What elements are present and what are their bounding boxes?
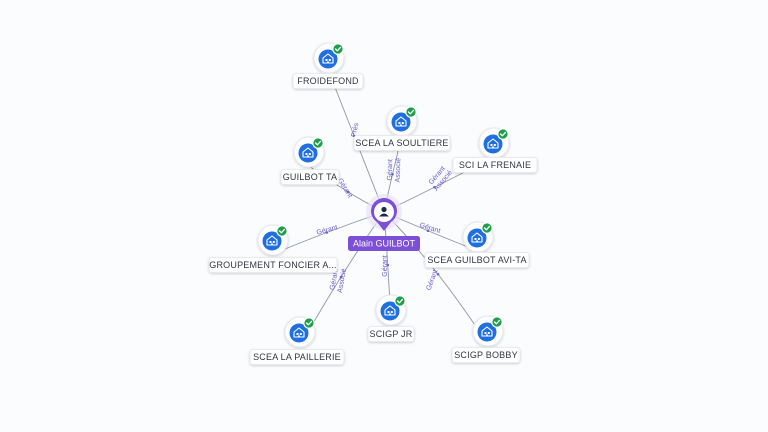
edge-relation-label: Gérant: [387, 159, 395, 181]
company-label-box: [280, 169, 340, 185]
check-icon: [481, 222, 493, 234]
building-icon-bg: [262, 231, 282, 251]
check-icon: [497, 128, 509, 140]
building-icon: [322, 53, 334, 64]
company-name: GROUPEMENT FONCIER A...: [209, 260, 336, 270]
check-icon: [405, 106, 417, 118]
edge-arrow: [433, 185, 436, 189]
edge-relation-label: Gérant: [426, 269, 440, 292]
edge-arrow: [426, 229, 430, 233]
check-icon: [276, 225, 288, 237]
edge-relation-label: Gérant: [316, 224, 339, 236]
company-node[interactable]: GROUPEMENT FONCIER A...: [208, 224, 338, 273]
edge-arrow: [436, 272, 440, 276]
check-icon: [312, 137, 324, 149]
company-name: GUILBOT TA: [283, 172, 338, 182]
edge-relation-labels: Prés: [351, 122, 361, 138]
edge-relation-label: Gérant: [419, 222, 442, 235]
company-node[interactable]: SCI LA FRENAIE: [452, 127, 538, 173]
company-label-box: [249, 349, 345, 365]
edge-relation-labels: Gérant: [426, 269, 440, 292]
company-node[interactable]: GUILBOT TA: [280, 136, 340, 185]
check-icon: [303, 317, 315, 329]
company-name: SCI LA FRENAIE: [459, 160, 531, 170]
building-icon: [293, 327, 305, 338]
building-icon-bg: [318, 49, 338, 69]
building-icon: [487, 138, 499, 149]
edge-arrow: [339, 275, 343, 279]
edge-relation-label: Associé: [395, 158, 403, 183]
check-icon: [394, 295, 406, 307]
company-node[interactable]: SCEA LA PAILLERIE: [249, 316, 345, 365]
building-icon: [471, 232, 483, 243]
company-label-box: [451, 347, 521, 363]
edge-relation-labels: Gérant: [419, 222, 442, 235]
edge-relation-label: Prés: [351, 122, 361, 138]
edge-arrow: [325, 231, 329, 234]
check-icon: [491, 316, 503, 328]
person-name: Alain GUILBOT: [353, 239, 416, 249]
building-icon-bg: [391, 112, 411, 132]
building-icon-bg: [483, 134, 503, 154]
company-name: SCIGP BOBBY: [454, 350, 518, 360]
edge-relation-labels: Gérant: [316, 224, 339, 236]
check-icon: [332, 43, 344, 55]
company-label-box: [452, 157, 538, 173]
center-label-box: [348, 236, 420, 251]
nodes-layer: FROIDEFOND SCEA LA SOULTIERE SCI LA FRENAI…: [208, 42, 538, 365]
building-icon-bg: [289, 323, 309, 343]
company-node[interactable]: FROIDEFOND: [292, 42, 364, 89]
edge-arrow: [346, 190, 350, 194]
building-icon-bg: [477, 322, 497, 342]
building-icon-bg: [298, 143, 318, 163]
company-label-box: [367, 326, 415, 342]
company-label-box: [353, 135, 451, 151]
company-label-box: [292, 73, 364, 89]
company-node[interactable]: SCIGP JR: [367, 294, 415, 342]
building-icon: [481, 326, 493, 337]
company-name: SCEA GUILBOT AVI-TA: [427, 255, 526, 265]
building-icon: [384, 305, 396, 316]
center-person-node[interactable]: Alain GUILBOT: [348, 194, 420, 251]
company-name: FROIDEFOND: [297, 76, 359, 86]
company-name: SCEA LA PAILLERIE: [253, 352, 341, 362]
company-label-box: [208, 257, 338, 273]
company-label-box: [424, 252, 530, 268]
company-node[interactable]: SCIGP BOBBY: [451, 315, 521, 363]
building-icon: [266, 235, 278, 246]
edge-relation-labels: Gérant: [382, 255, 389, 276]
edge-relation-label: Associé: [337, 268, 348, 293]
building-icon: [302, 147, 314, 158]
building-icon: [395, 116, 407, 127]
building-icon-bg: [380, 301, 400, 321]
edge-arrow: [391, 172, 394, 176]
company-name: SCIGP JR: [370, 329, 413, 339]
edge-relation-label: Gérant: [329, 268, 340, 290]
edge-arrow: [386, 263, 390, 267]
company-node[interactable]: SCEA LA SOULTIERE: [353, 105, 451, 151]
edge-relation-label: Gérant: [382, 255, 389, 276]
company-name: SCEA LA SOULTIERE: [355, 138, 448, 148]
building-icon-bg: [467, 228, 487, 248]
person-icon: [379, 206, 389, 217]
company-node[interactable]: SCEA GUILBOT AVI-TA: [424, 221, 530, 268]
